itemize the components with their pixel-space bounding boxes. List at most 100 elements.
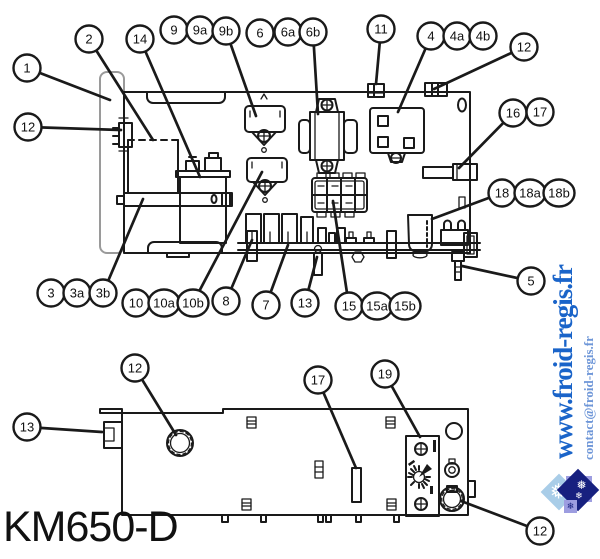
round-hole (445, 422, 463, 440)
svg-text:11: 11 (374, 22, 388, 37)
callout-1: 1 (12, 53, 42, 83)
clip-12-top (424, 82, 448, 97)
callout-12-bottom: 12 (525, 516, 555, 546)
callout-9a: 9a (185, 15, 215, 45)
callout-4a: 4a (442, 21, 472, 51)
callout-3: 3 (36, 278, 66, 308)
svg-text:1: 1 (23, 61, 30, 76)
svg-text:12: 12 (128, 361, 142, 376)
svg-text:14: 14 (133, 32, 147, 47)
leader-line-1 (25, 66, 112, 102)
clip-13-lower (103, 421, 123, 449)
callout-3b: 3b (88, 278, 118, 308)
svg-text:19: 19 (378, 367, 392, 382)
svg-text:13: 13 (20, 420, 34, 435)
svg-text:8: 8 (222, 294, 229, 309)
model-title: KM650-D (3, 503, 179, 551)
svg-text:9b: 9b (219, 24, 233, 39)
watermark-email: contact@froid-regis.fr (581, 336, 596, 460)
capacitor (175, 152, 231, 244)
callout-15: 15 (334, 291, 364, 321)
svg-text:18: 18 (495, 186, 509, 201)
watermark-website: www.froid-regis.fr (548, 265, 578, 459)
grommet-12-left (166, 429, 194, 457)
socket-4 (369, 107, 425, 164)
svg-text:9a: 9a (193, 23, 208, 38)
svg-text:15b: 15b (394, 299, 416, 314)
callout-18b: 18b (542, 178, 576, 208)
thermostat-plate-19 (405, 435, 440, 517)
bolt-5 (451, 251, 465, 281)
svg-text:7: 7 (262, 298, 269, 313)
snowflake-icon: ❄ (566, 501, 575, 511)
relay-right (440, 219, 469, 246)
leader-line-3b (101, 197, 145, 295)
relay-9b (244, 93, 286, 153)
svg-text:4: 4 (427, 29, 434, 44)
svg-text:18a: 18a (519, 186, 541, 201)
front-panel (99, 408, 469, 523)
callout-17-lower: 17 (303, 365, 333, 395)
snowflake-icon: ❅ (576, 478, 587, 493)
svg-text:18b: 18b (548, 186, 570, 201)
callout-6: 6 (245, 18, 275, 48)
compartment-box (127, 139, 179, 194)
callout-18: 18 (487, 178, 517, 208)
callout-8: 8 (211, 286, 241, 316)
bracket-16 (422, 163, 478, 181)
svg-text:3a: 3a (70, 286, 85, 301)
svg-text:3b: 3b (96, 286, 110, 301)
leader-line-10b (191, 170, 264, 305)
callout-6b: 6b (298, 17, 328, 47)
leader-line-17-lower (316, 378, 358, 470)
contactor-15 (311, 172, 368, 218)
clip-11 (367, 83, 385, 98)
svg-text:5: 5 (527, 274, 534, 289)
svg-text:12: 12 (533, 524, 547, 539)
svg-text:15: 15 (342, 299, 356, 314)
transformer (298, 98, 358, 174)
svg-text:17: 17 (533, 105, 547, 120)
control-box-front-view (99, 408, 476, 523)
svg-text:6a: 6a (281, 25, 296, 40)
leader-line-12-left (26, 125, 123, 132)
callout-10: 10 (121, 288, 151, 318)
callout-3a: 3a (62, 278, 92, 308)
callout-5: 5 (516, 266, 546, 296)
svg-text:17: 17 (311, 373, 325, 388)
svg-text:4b: 4b (476, 29, 490, 44)
right-edge-tab (467, 480, 476, 498)
callout-17-upper: 17 (525, 97, 555, 127)
leader-line-2 (87, 37, 155, 142)
svg-text:4a: 4a (450, 29, 465, 44)
svg-text:10a: 10a (153, 296, 175, 311)
adjustment-dial (407, 440, 436, 494)
callout-4: 4 (416, 21, 446, 51)
callout-4b: 4b (468, 21, 498, 51)
svg-text:6b: 6b (306, 25, 320, 40)
callout-9: 9 (159, 15, 189, 45)
svg-text:10b: 10b (182, 296, 204, 311)
control-box-top-view (99, 71, 481, 281)
callout-12-lower: 12 (120, 353, 150, 383)
svg-text:13: 13 (298, 296, 312, 311)
svg-text:15a: 15a (366, 299, 388, 314)
side-flange (99, 71, 125, 254)
snowflake-icon: ❄ (575, 490, 583, 501)
switch-10b (246, 157, 288, 203)
callout-10a: 10a (147, 288, 181, 318)
svg-text:10: 10 (129, 296, 143, 311)
callout-13-lower: 13 (12, 412, 42, 442)
leader-line-14 (138, 37, 202, 179)
svg-text:12: 12 (21, 120, 35, 135)
terminal-rail (237, 213, 481, 263)
svg-text:2: 2 (85, 32, 92, 47)
vent-slots (241, 416, 397, 511)
callout-9b: 9b (211, 16, 241, 46)
clip-12-left (112, 117, 133, 152)
callout-14: 14 (125, 24, 155, 54)
callout-18a: 18a (513, 178, 547, 208)
svg-text:9: 9 (170, 23, 177, 38)
